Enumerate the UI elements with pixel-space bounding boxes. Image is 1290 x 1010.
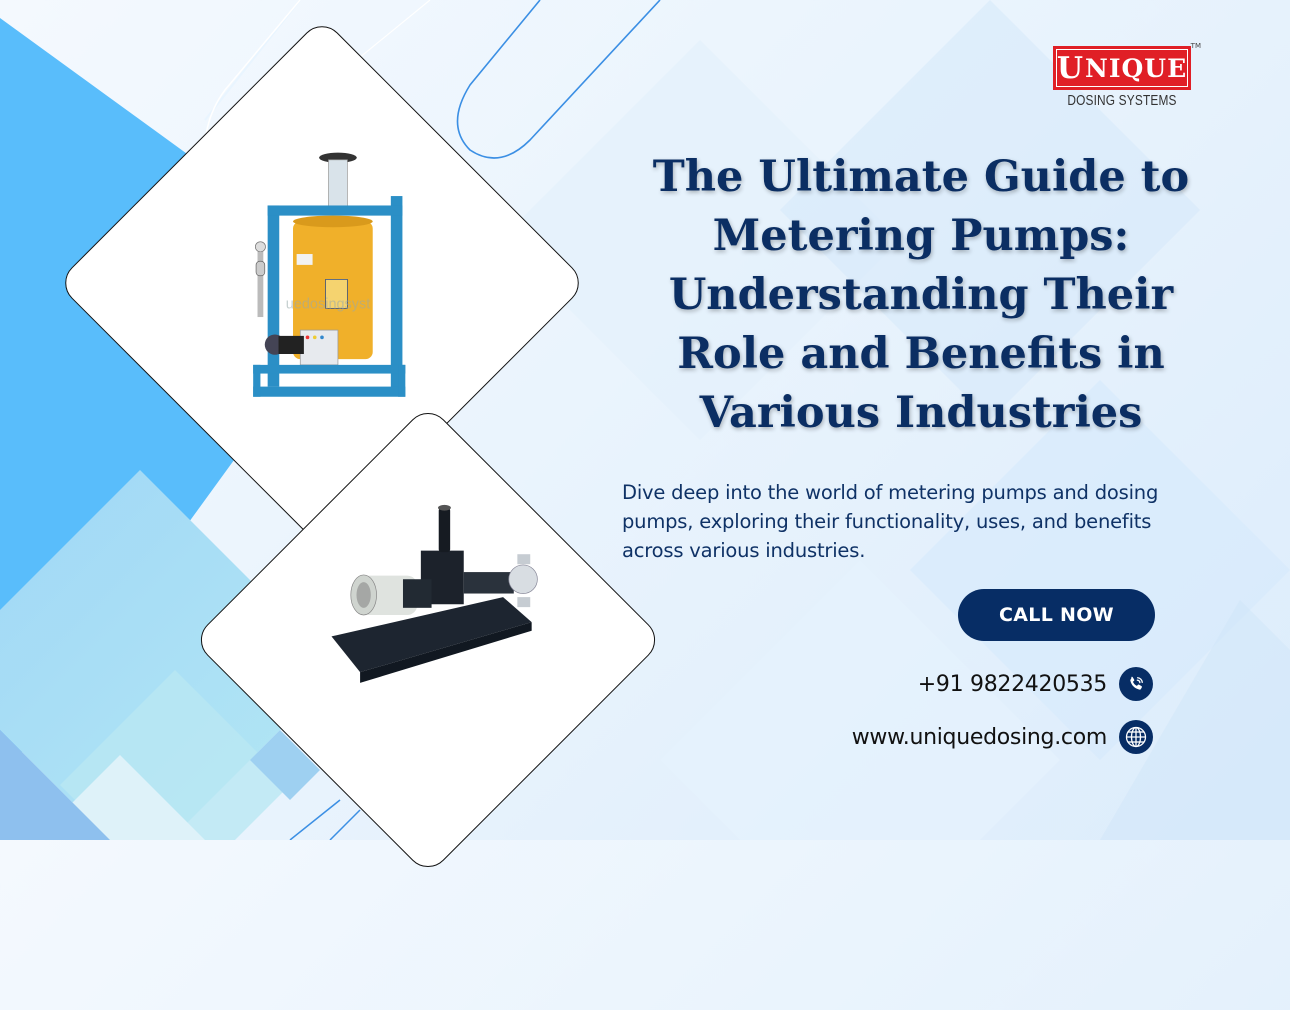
image-watermark: uedosingsyst (286, 296, 371, 312)
website-link[interactable]: www.uniquedosing.com (851, 724, 1108, 750)
phone-contact[interactable]: +91 9822420535 (918, 667, 1153, 701)
logo-name: NIQUE (1084, 53, 1188, 83)
description-text: Dive deep into the world of metering pum… (622, 481, 1159, 562)
title-line: The Ultimate Guide to (652, 152, 1190, 202)
chemical-dosing-tank-image: uedosingsyst (253, 152, 406, 397)
logo-subtitle: DOSING SYSTEMS (1067, 93, 1177, 109)
website-contact[interactable]: www.uniquedosing.com (852, 720, 1153, 754)
title-line: Metering Pumps: (712, 211, 1130, 261)
metering-pump-image (331, 504, 538, 683)
brand-logo: U NIQUE TM DOSING SYSTEMS (1053, 42, 1201, 109)
page-title: The Ultimate Guide to Metering Pumps: Un… (620, 148, 1222, 443)
globe-www-icon (1119, 720, 1153, 754)
product-image-frame-tank: uedosingsyst (56, 17, 588, 549)
logo-trademark: TM (1190, 42, 1201, 50)
phone-number[interactable]: +91 9822420535 (917, 671, 1108, 697)
phone-icon (1119, 667, 1153, 701)
call-now-button[interactable]: CALL NOW (958, 589, 1155, 641)
title-line: Role and Benefits in (677, 329, 1165, 379)
title-line: Understanding Their (668, 270, 1174, 320)
logo-letter: U (1056, 50, 1084, 86)
title-line: Various Industries (699, 388, 1143, 438)
logo-badge: U NIQUE (1053, 46, 1191, 90)
product-image-frame-pump (191, 403, 665, 877)
